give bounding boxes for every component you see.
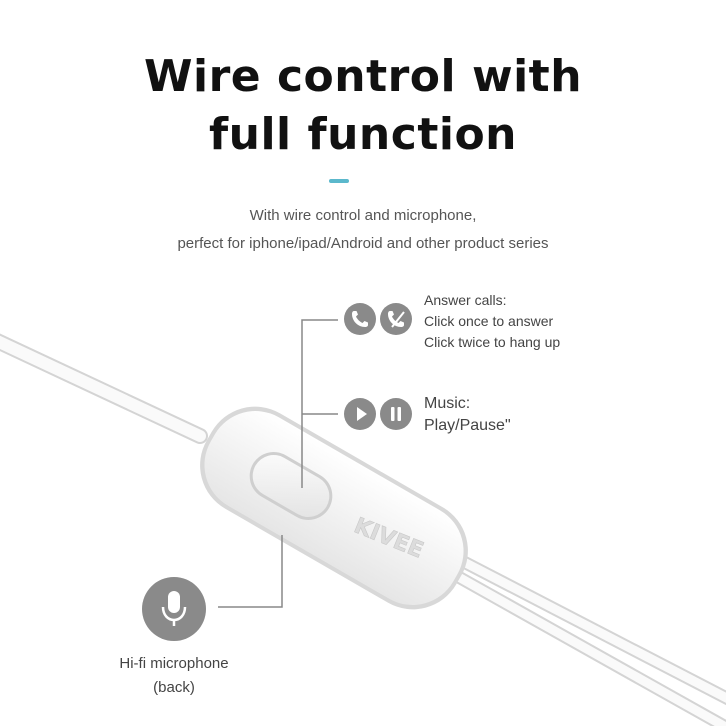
cable-right	[451, 554, 726, 726]
calls-answer-text: Click once to answer	[424, 313, 554, 329]
calls-callout: Answer calls: Click once to answer Click…	[424, 290, 560, 353]
headline: Wire control with full function	[0, 48, 726, 164]
microphone-icon	[142, 577, 206, 641]
headline-line-1: Wire control with	[143, 51, 583, 102]
phone-icon	[344, 303, 376, 335]
headline-line-2: full function	[209, 109, 517, 160]
pause-icon	[380, 398, 412, 430]
microphone-label: Hi-fi microphone	[119, 655, 229, 672]
remote-button	[249, 452, 333, 520]
subtitle-line-2: perfect for iphone/ipad/Android and othe…	[177, 235, 549, 252]
calls-hangup-text: Click twice to hang up	[424, 334, 561, 350]
calls-heading: Answer calls:	[424, 292, 507, 308]
phone-hangup-icon	[380, 303, 412, 335]
cable-left	[0, 333, 208, 444]
microphone-callout: Hi-fi microphone (back)	[94, 652, 254, 700]
play-icon	[344, 398, 376, 430]
accent-divider	[329, 179, 349, 183]
music-callout: Music: Play/Pause"	[424, 393, 511, 437]
microphone-position: (back)	[153, 679, 195, 696]
music-heading: Music:	[424, 395, 471, 412]
callout-leaders	[218, 319, 338, 608]
subtitle: With wire control and microphone, perfec…	[0, 202, 726, 258]
subtitle-line-1: With wire control and microphone,	[249, 207, 477, 224]
music-action-text: Play/Pause"	[424, 417, 511, 434]
